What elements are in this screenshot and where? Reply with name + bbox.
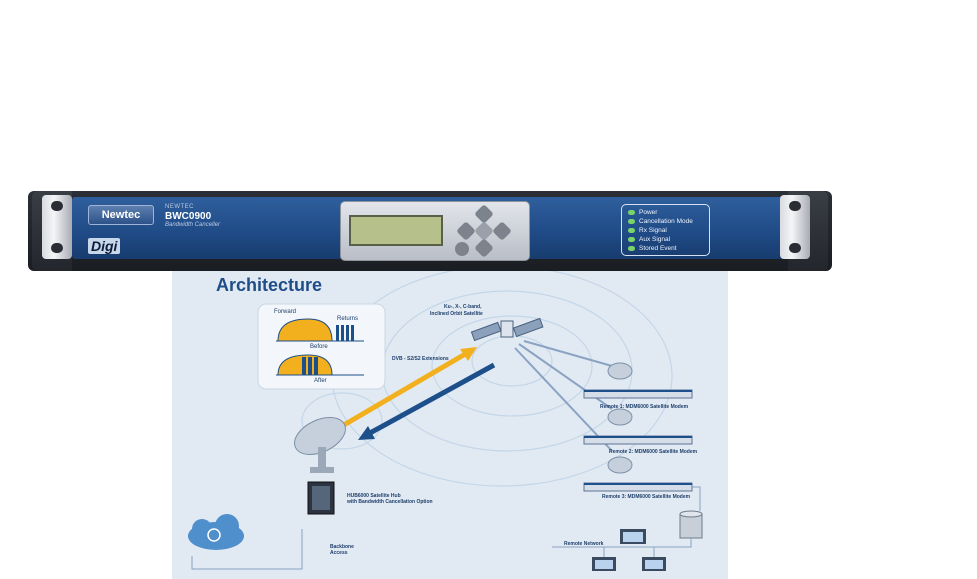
network-line: [552, 538, 692, 548]
left-key-icon[interactable]: [456, 221, 476, 241]
backbone-line: [191, 529, 303, 570]
db-link: [692, 486, 701, 511]
after-label: After: [314, 378, 327, 384]
hub-dish-icon: [294, 417, 346, 473]
remote-3-label: Remote 3: MDM6000 Satellite Modem: [602, 494, 691, 500]
forward-link-arrow: [335, 350, 469, 432]
returns-label: Returns: [337, 316, 359, 322]
device-description: Bandwidth Canceller: [165, 222, 221, 228]
before-label: Before: [310, 344, 328, 350]
led-power: Power: [628, 208, 657, 217]
status-led-panel: Power Cancellation Mode Rx Signal Aux Si…: [621, 204, 710, 256]
led-stored-event: Stored Event: [628, 244, 677, 253]
satellite-icon: [470, 317, 544, 342]
forward-spectrum-before: [277, 318, 333, 342]
device-model: BWC0900: [165, 211, 212, 222]
laptop-icon: [592, 557, 616, 571]
led-icon: [628, 246, 635, 251]
hub-label: HUB6000 Satellite Hub: [347, 493, 401, 499]
led-icon: [628, 237, 635, 242]
led-icon: [628, 219, 635, 224]
lcd-display: [349, 215, 443, 246]
return-link-arrow: [368, 362, 496, 436]
escape-key-icon[interactable]: [455, 242, 469, 256]
led-icon: [628, 210, 635, 215]
remote-1-label: Remote 1: MDM6000 Satellite Modem: [600, 404, 689, 410]
remote-2-label: Remote 2: MDM6000 Satellite Modem: [609, 449, 698, 455]
device-maker: NEWTEC: [165, 204, 194, 210]
navigation-keypad: [449, 204, 519, 258]
led-cancellation-mode: Cancellation Mode: [628, 217, 693, 226]
link-label: DVB - S2/S2 Extensions: [392, 356, 449, 362]
display-keypad-area: [340, 201, 530, 261]
hub-option-label: with Bandwidth Cancellation Option: [347, 499, 433, 505]
architecture-title: Architecture: [216, 275, 323, 295]
laptop-icon: [642, 557, 666, 571]
satellite-orbit-label: Inclined Orbit Satellite: [430, 311, 483, 317]
architecture-diagram: Architecture Forward Returns Before Afte…: [172, 271, 728, 579]
left-rack-handle: [42, 195, 72, 259]
satellite-band-label: Ku-, X-, C-band,: [444, 304, 482, 310]
right-key-icon[interactable]: [492, 221, 512, 241]
led-aux-signal: Aux Signal: [628, 235, 670, 244]
computer-icon: [620, 529, 646, 544]
forward-label: Forward: [274, 309, 297, 315]
remote-2: [583, 408, 693, 445]
remote-3: [583, 456, 693, 492]
access-label: Access: [330, 550, 348, 556]
digi-logo: Digi: [88, 238, 121, 254]
remote-1: [583, 362, 693, 399]
remote-network-label: Remote Network: [564, 541, 604, 547]
led-icon: [628, 228, 635, 233]
right-rack-handle: [780, 195, 810, 259]
newtec-logo: Newtec: [88, 205, 154, 225]
database-icon: [679, 510, 703, 539]
led-rx-signal: Rx Signal: [628, 226, 667, 235]
down-key-icon[interactable]: [474, 238, 494, 258]
architecture-graphics: [188, 271, 703, 571]
backbone-label: Backbone: [330, 544, 354, 550]
cloud-icon: [188, 514, 244, 550]
